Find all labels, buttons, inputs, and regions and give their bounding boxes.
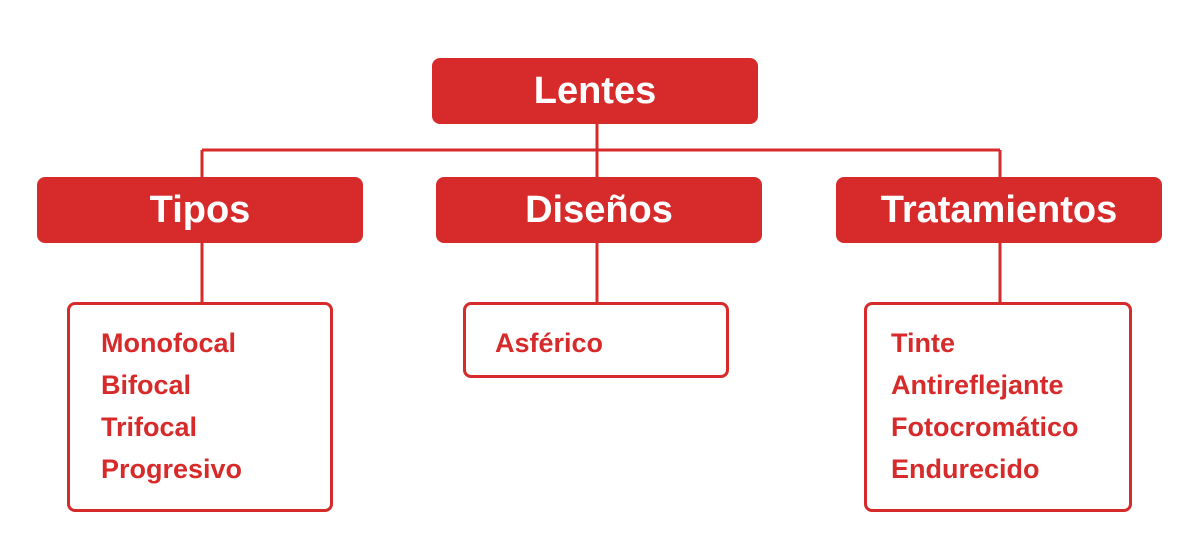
root-node-label: Lentes [533,69,657,112]
category-label-tratamientos: Tratamientos [880,188,1118,231]
list-box-tipos: Monofocal Bifocal Trifocal Progresivo [67,302,333,512]
list-item-bifocal: Bifocal [101,370,192,400]
category-node-tratamientos: Tratamientos [836,177,1162,243]
list-item-monofocal: Monofocal [101,328,236,358]
category-node-tipos: Tipos [37,177,363,243]
list-item-trifocal: Trifocal [101,412,198,442]
category-label-tipos: Tipos [149,188,251,231]
list-box-tratamientos: Tinte Antireflejante Fotocromático Endur… [864,302,1132,512]
list-item-antireflejante: Antireflejante [891,370,1064,400]
list-item-endurecido: Endurecido [891,454,1040,484]
list-item-tinte: Tinte [891,328,956,358]
list-item-fotocromatico: Fotocromático [891,412,1079,442]
category-label-disenos: Diseños [525,188,673,231]
list-item-asferico: Asférico [495,328,604,358]
list-box-disenos: Asférico [463,302,729,378]
category-node-disenos: Diseños [436,177,762,243]
root-node-lentes: Lentes [432,58,758,124]
list-item-progresivo: Progresivo [101,454,243,484]
